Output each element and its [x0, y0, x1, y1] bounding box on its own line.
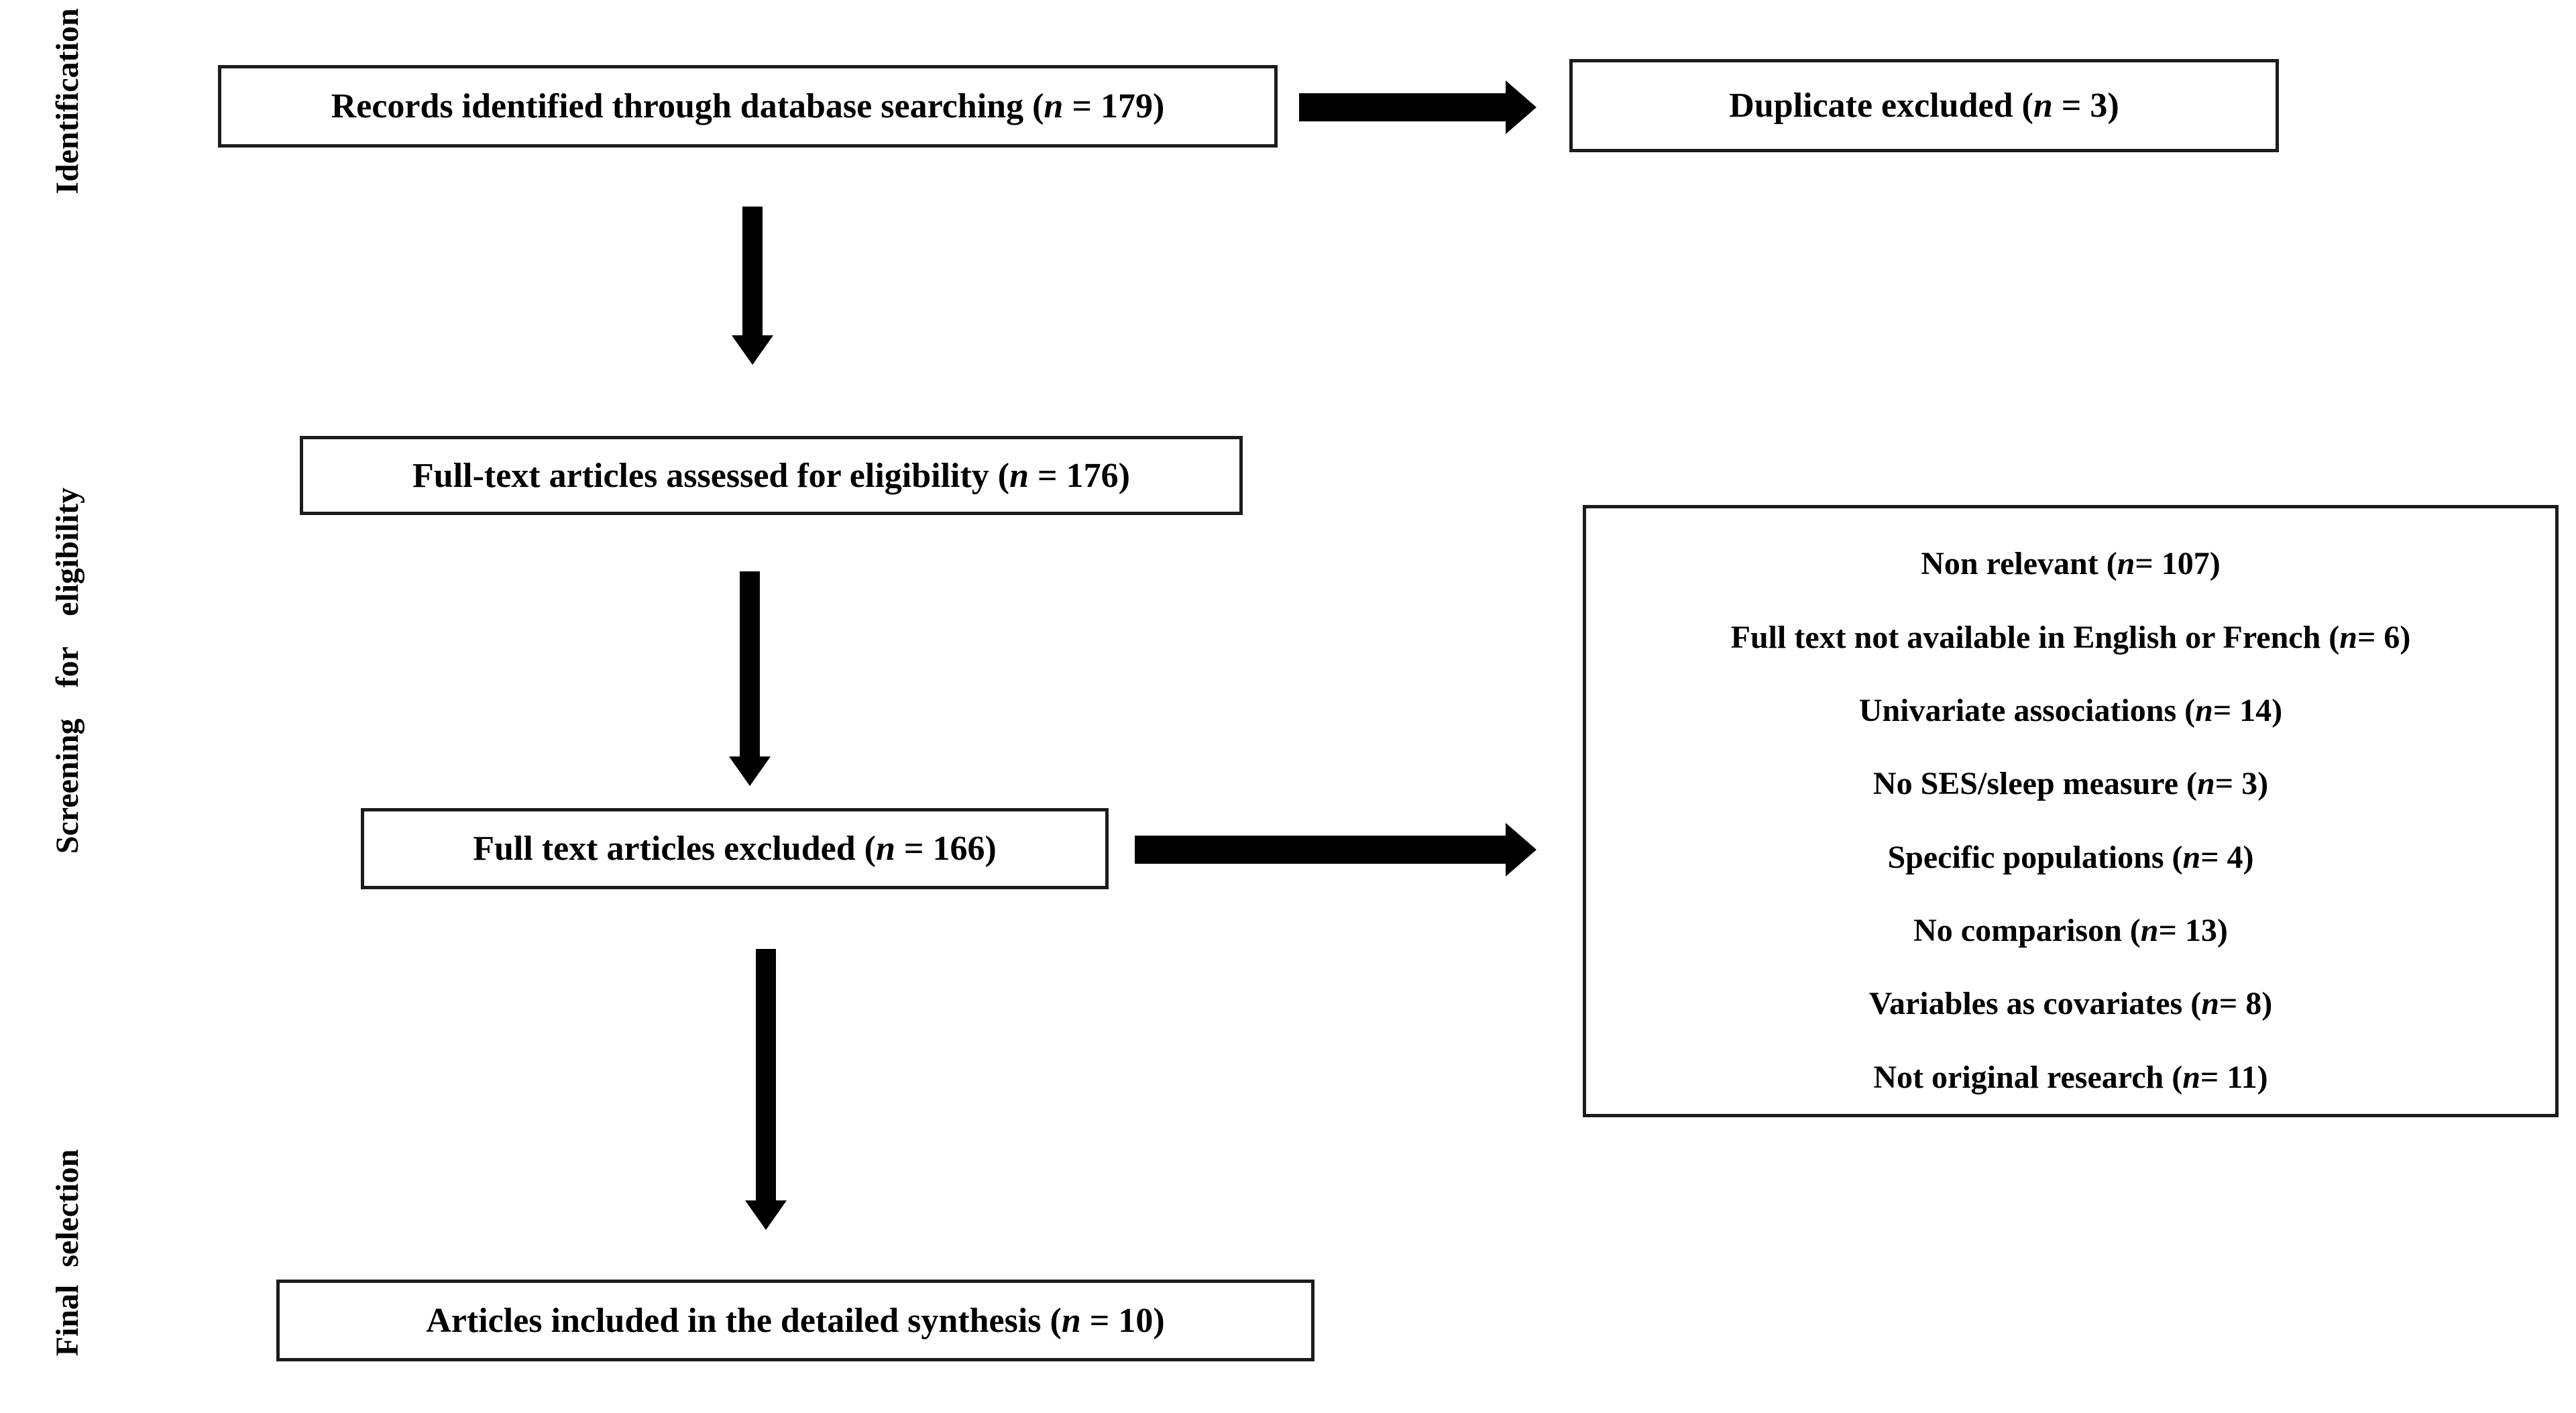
duplicate-excluded-label: Duplicate excluded (n = 3): [1729, 87, 2119, 125]
exclusion-reason-item: No comparison (n = 13): [1913, 913, 2228, 949]
exclusion-reason-item: Specific populations (n = 4): [1887, 839, 2254, 875]
fulltext-assessed-label: Full-text articles assessed for eligibil…: [412, 456, 1130, 495]
arrow-shaft: [1299, 93, 1507, 121]
stage-label-final-selection: Final selection: [49, 1149, 85, 1357]
arrow-head: [729, 756, 771, 786]
arrow-head: [1506, 80, 1536, 134]
arrow-head: [732, 335, 773, 365]
exclusion-reason-item: Variables as covariates (n = 8): [1868, 986, 2273, 1022]
arrow-head: [1506, 823, 1536, 877]
arrow-shaft: [1135, 836, 1507, 864]
exclusion-reason-item: Not original research (n = 11): [1873, 1059, 2268, 1095]
duplicate-excluded-box: Duplicate excluded (n = 3): [1569, 59, 2279, 152]
articles-included-box: Articles included in the detailed synthe…: [276, 1280, 1314, 1361]
records-identified-label: Records identified through database sear…: [331, 87, 1165, 125]
stage-label-screening-for-eligibility: Screening for eligibility: [49, 487, 85, 854]
fulltext-excluded-box: Full text articles excluded (n = 166): [361, 808, 1109, 889]
arrow-shaft: [742, 207, 763, 337]
exclusion-reasons-box: Non relevant (n = 107) Full text not ava…: [1583, 505, 2559, 1117]
arrow-shaft: [740, 571, 760, 758]
arrow-shaft: [756, 949, 776, 1202]
exclusion-reason-item: No SES/sleep measure (n = 3): [1872, 766, 2269, 802]
fulltext-excluded-label: Full text articles excluded (n = 166): [473, 830, 997, 868]
exclusion-reason-item: Non relevant (n = 107): [1921, 546, 2221, 582]
exclusion-reason-item: Full text not available in English or Fr…: [1730, 619, 2411, 655]
records-identified-box: Records identified through database sear…: [218, 65, 1278, 148]
fulltext-assessed-box: Full-text articles assessed for eligibil…: [300, 436, 1243, 515]
exclusion-reason-item: Univariate associations (n = 14): [1858, 692, 2283, 728]
articles-included-label: Articles included in the detailed synthe…: [426, 1301, 1165, 1340]
arrow-head: [745, 1200, 787, 1230]
stage-label-identification: Identification: [49, 8, 85, 194]
